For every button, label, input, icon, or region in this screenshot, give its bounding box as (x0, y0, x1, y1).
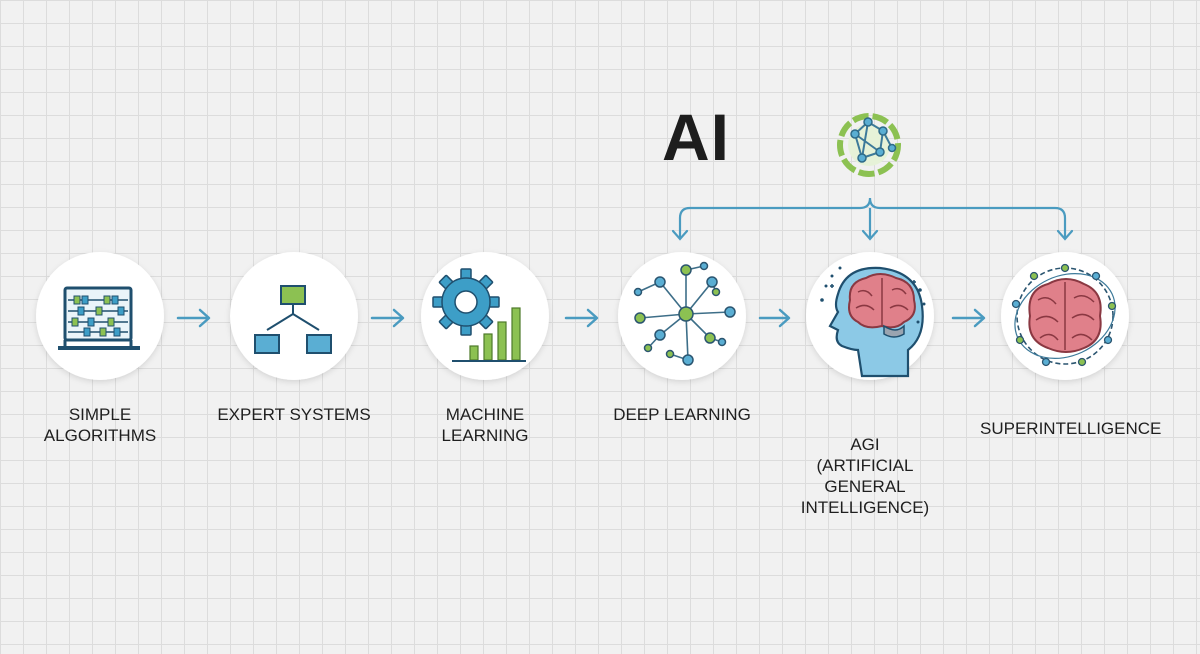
orbit-brain-icon (1011, 263, 1117, 367)
flow-arrows (176, 308, 986, 328)
stage-circles (36, 252, 1129, 380)
arrow-2-icon (370, 308, 405, 328)
ai-bracket-connector (678, 197, 1067, 238)
arrow-4-icon (758, 308, 791, 328)
stage-label-expert-systems: EXPERT SYSTEMS (217, 405, 371, 424)
flowchart-icon (254, 285, 332, 354)
stage-label-superintelligence: SUPERINTELLIGENCE (980, 419, 1162, 438)
arrow-3-icon (564, 308, 599, 328)
head-brain-icon (820, 266, 926, 378)
neural-network-icon (633, 261, 736, 366)
arrow-1-icon (176, 308, 211, 328)
stage-label-machine-learning: MACHINE LEARNING (441, 405, 529, 445)
ai-network-logo-icon (837, 113, 901, 177)
page-title: AI (662, 100, 730, 174)
arrow-5-icon (951, 308, 986, 328)
bracket-arrowheads (671, 229, 1074, 241)
abacus-icon (58, 286, 140, 350)
stage-label-simple-algorithms: SIMPLE ALGORITHMS (43, 405, 157, 445)
stage-label-agi: AGI (ARTIFICIAL GENERAL INTELLIGENCE) (800, 435, 930, 517)
stage-label-deep-learning: DEEP LEARNING (613, 405, 751, 424)
gear-chart-icon (432, 268, 526, 362)
